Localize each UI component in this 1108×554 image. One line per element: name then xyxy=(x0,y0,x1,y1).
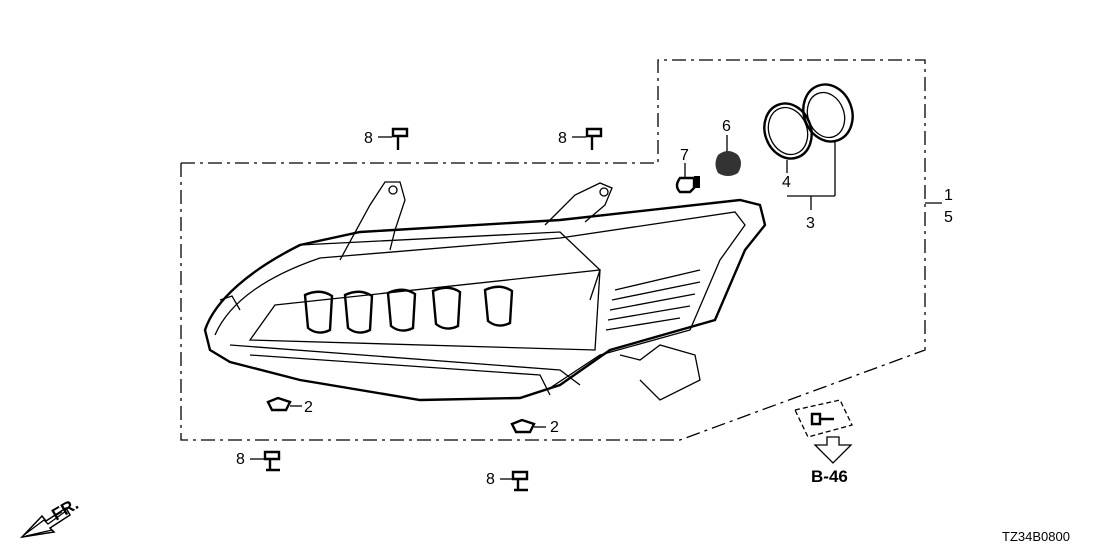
callout-4: 4 xyxy=(782,174,791,191)
callout-8: 8 xyxy=(236,451,245,468)
cover-cap xyxy=(802,83,854,196)
clip-part-2 xyxy=(266,396,302,412)
callout-8: 8 xyxy=(558,130,567,147)
callout-5: 5 xyxy=(944,209,953,226)
seal-part-4 xyxy=(763,102,813,173)
front-arrow-icon xyxy=(19,506,72,539)
leader-3 xyxy=(787,195,835,210)
bolt-part-8 xyxy=(250,450,281,472)
callout-3: 3 xyxy=(806,215,815,232)
callout-1: 1 xyxy=(944,187,953,204)
diagram-code: TZ34B0800 xyxy=(1002,529,1070,544)
callout-7: 7 xyxy=(680,147,689,164)
socket-part-6 xyxy=(715,135,741,176)
callout-2: 2 xyxy=(304,399,313,416)
callout-2: 2 xyxy=(550,419,559,436)
reference-b46[interactable]: B-46 xyxy=(811,467,848,486)
assembly-boundary xyxy=(180,59,926,441)
clip-part-2 xyxy=(510,418,546,434)
led-projectors xyxy=(303,285,514,334)
reference-fastener xyxy=(794,399,853,464)
callout-8: 8 xyxy=(364,130,373,147)
bolt-part-8 xyxy=(378,127,409,150)
bulb-part-7 xyxy=(675,163,700,194)
headlight-unit xyxy=(203,181,767,402)
bolt-part-8 xyxy=(500,470,529,492)
callout-6: 6 xyxy=(722,118,731,135)
bolt-part-8 xyxy=(572,127,603,150)
callout-8: 8 xyxy=(486,471,495,488)
